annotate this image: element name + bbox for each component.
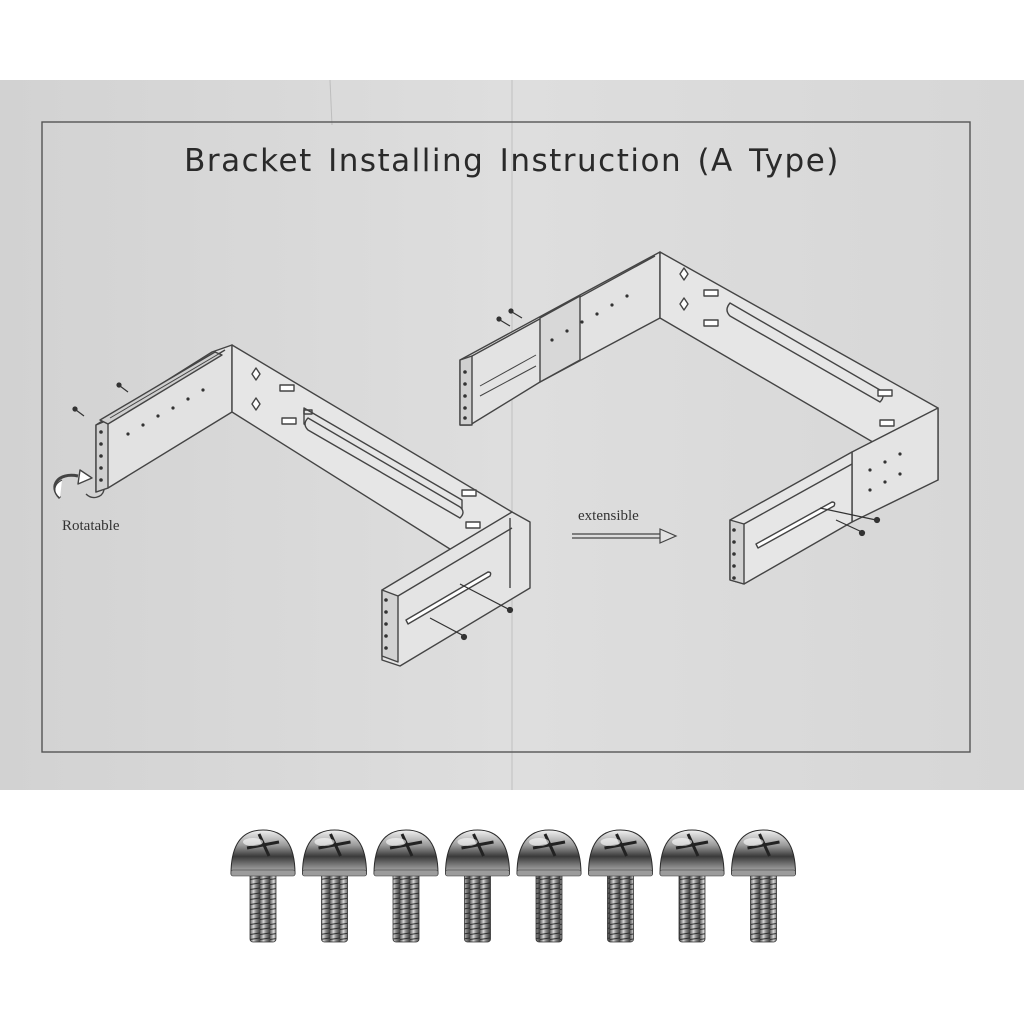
screw <box>444 829 511 943</box>
screw-set <box>230 829 797 943</box>
instruction-title: Bracket Installing Instruction (A Type) <box>184 143 840 179</box>
screw <box>373 829 439 943</box>
extensible-label: extensible <box>578 508 639 524</box>
screw <box>230 829 296 943</box>
bracket-left-diagram <box>53 344 531 667</box>
extensible-arrow <box>572 528 678 544</box>
rotatable-label: Rotatable <box>62 518 120 534</box>
screw <box>730 829 797 943</box>
bracket-right-diagram <box>459 251 939 585</box>
screw <box>659 829 725 943</box>
screw <box>516 829 582 943</box>
screw <box>301 829 368 943</box>
screw <box>587 829 654 943</box>
sheet-border <box>41 121 971 753</box>
